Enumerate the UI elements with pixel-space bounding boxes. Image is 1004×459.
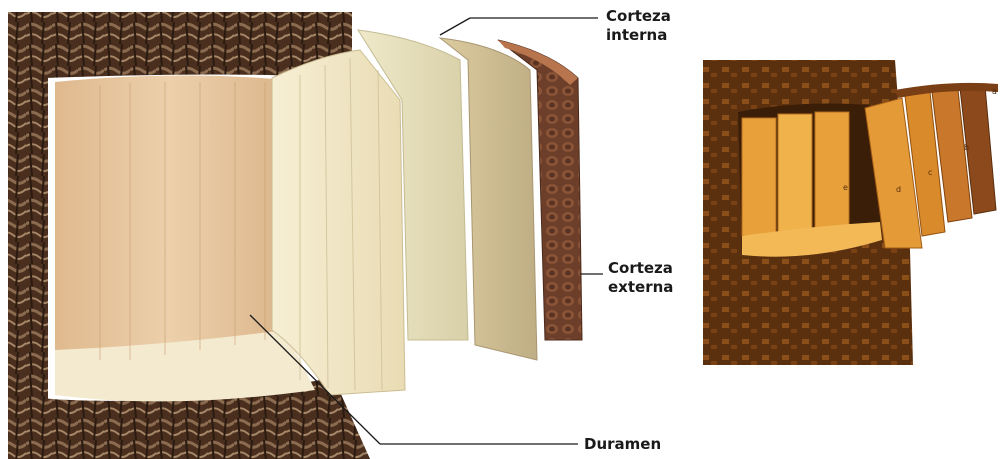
inset-wood-segment-3 (815, 112, 849, 234)
inset-marker-d: d (896, 185, 901, 194)
label-outer-bark-line1: Corteza (608, 259, 673, 278)
label-heartwood-text: Duramen (584, 435, 661, 454)
inset-wood-segment-1 (742, 118, 776, 236)
inset-marker-a: a (992, 87, 997, 96)
leader-line-inner-bark (440, 18, 470, 35)
label-inner-bark-line1: Corteza (606, 7, 671, 26)
label-inner-bark-line2: interna (606, 26, 671, 45)
sapwood-layer (272, 50, 405, 395)
main-trunk-illustration (8, 12, 603, 459)
trunk-bark-left (8, 60, 48, 420)
inset-marker-e: e (843, 183, 848, 192)
inset-trunk-illustration: a b c d e (703, 60, 1003, 365)
inset-marker-b: b (964, 143, 969, 152)
label-inner-bark: Corteza interna (606, 7, 671, 45)
inset-wood-segment-2 (778, 114, 812, 236)
label-outer-bark: Corteza externa (608, 259, 673, 297)
label-outer-bark-line2: externa (608, 278, 673, 297)
inset-marker-c: c (928, 168, 932, 177)
label-heartwood: Duramen (584, 435, 661, 454)
